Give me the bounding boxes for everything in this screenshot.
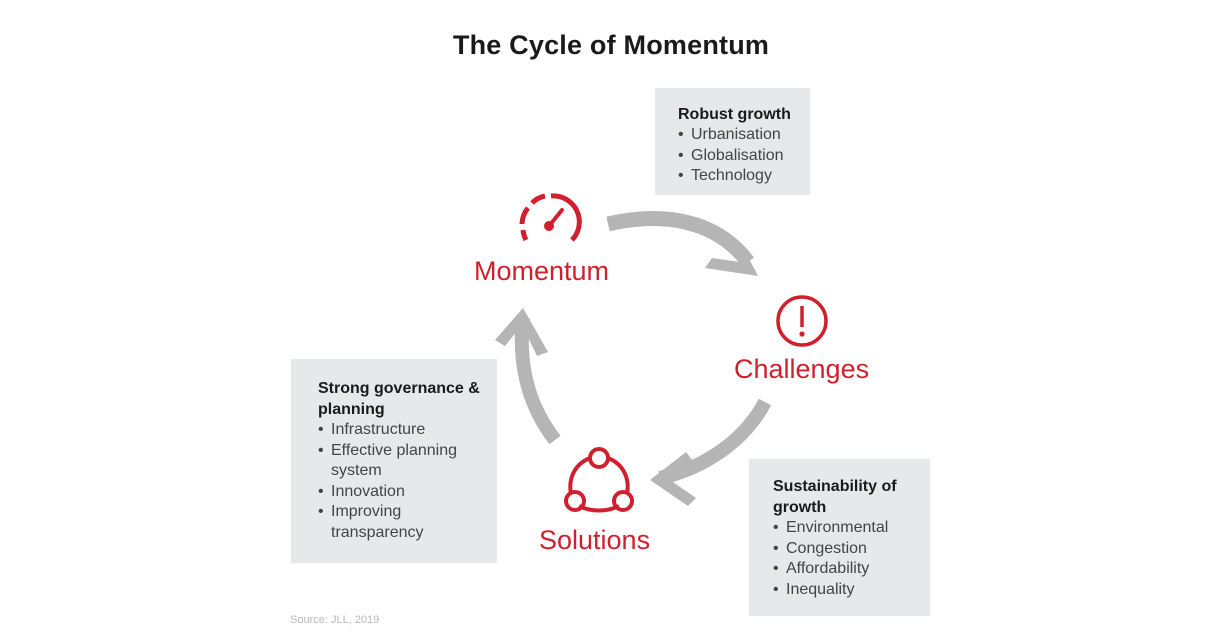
list-item-continuation: system <box>331 462 382 479</box>
robust-growth-heading: Robust growth <box>678 106 791 123</box>
robust-growth-box: Robust growth Urbanisation Globalisation… <box>655 88 810 195</box>
governance-heading-line2: planning <box>318 401 385 418</box>
speedometer-icon <box>519 193 582 242</box>
arrowhead-challenges <box>705 243 758 276</box>
diagram-title: The Cycle of Momentum <box>452 30 770 60</box>
list-item: Urbanisation <box>678 125 810 146</box>
source-note: Source: JLL, 2019 <box>290 614 380 626</box>
list-item: Effective planning <box>318 441 497 462</box>
list-item: Technology <box>678 166 810 187</box>
challenges-label: Challenges <box>734 354 870 384</box>
sustainability-heading-line2: growth <box>773 499 827 516</box>
list-item: Environmental <box>773 518 930 539</box>
list-item: Improving <box>318 502 497 523</box>
sustainability-heading-line1: Sustainability of <box>773 478 897 495</box>
exclamation-circle-icon <box>776 295 828 347</box>
list-item: Affordability <box>773 559 930 580</box>
list-item: Infrastructure <box>318 420 497 441</box>
arrow-solutions-to-momentum <box>514 317 561 445</box>
solutions-label: Solutions <box>539 525 651 555</box>
network-triangle-icon <box>564 447 634 513</box>
sustainability-list: Environmental Congestion Affordability I… <box>773 518 930 600</box>
governance-box: Strong governance & planning Infrastruct… <box>291 359 497 563</box>
arrowhead-solutions <box>650 452 696 506</box>
arrowhead-momentum <box>495 308 548 356</box>
list-item-continuation: transparency <box>331 523 424 541</box>
list-item: Congestion <box>773 539 930 560</box>
list-item: Globalisation <box>678 146 810 167</box>
robust-growth-list: Urbanisation Globalisation Technology <box>678 125 810 187</box>
momentum-label: Momentum <box>474 256 610 286</box>
sustainability-box: Sustainability of growth Environmental C… <box>749 459 930 616</box>
governance-heading-line1: Strong governance & <box>318 380 480 397</box>
governance-list: Infrastructure Effective planning system… <box>318 420 497 543</box>
arrow-momentum-to-challenges <box>606 211 754 267</box>
list-item: Innovation <box>318 482 497 503</box>
list-item: Inequality <box>773 580 930 601</box>
